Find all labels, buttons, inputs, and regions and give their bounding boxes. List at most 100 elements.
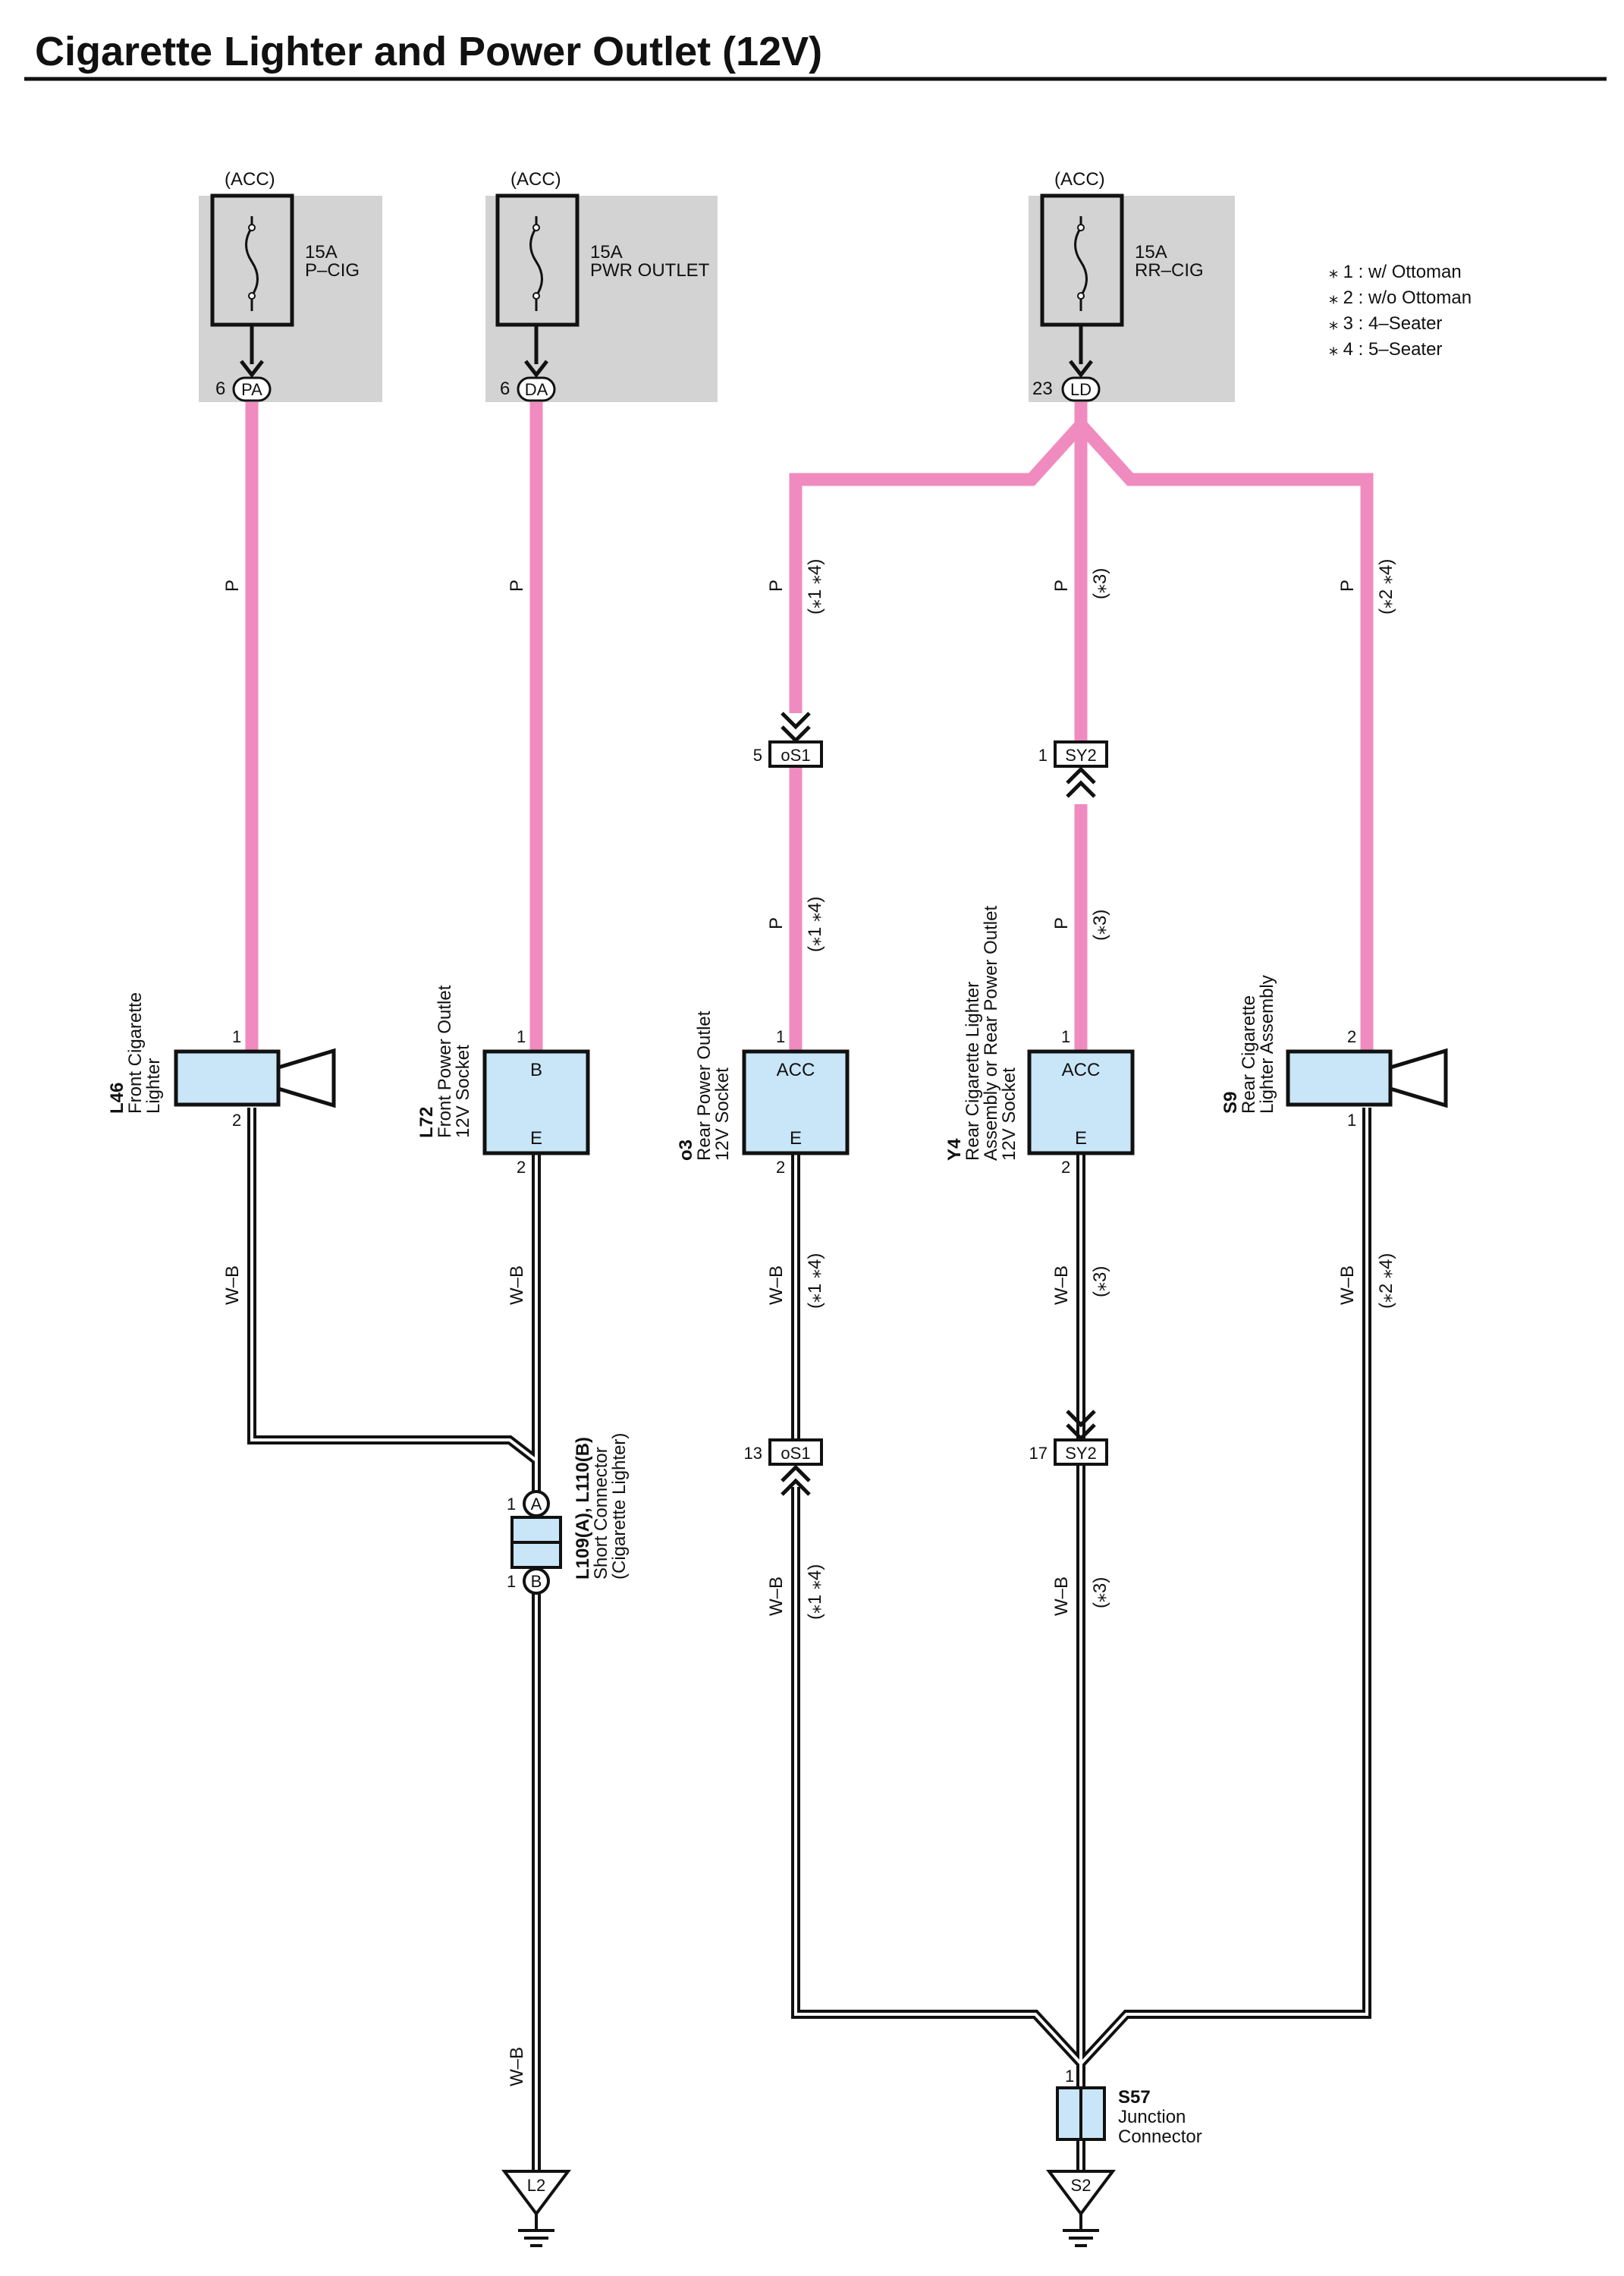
pin-number: 1 [507,1572,516,1591]
connector-id: SY2 [1065,746,1097,765]
fuse-pin: 23 [1032,379,1053,399]
wire-option-label: (⁎2 ⁎4) [1376,559,1396,615]
wire-option-label: (⁎1 ⁎4) [805,559,825,615]
fuse-rr-cig: (ACC) 15A RR–CIG 23 LD [1029,169,1235,402]
fuse-element-icon [529,216,543,311]
component-name-line1: Junction [1118,2107,1186,2127]
component-code: S57 [1118,2087,1151,2108]
fuse-element-icon [245,216,259,311]
terminal-label: B [531,1572,542,1591]
connector-pin: 13 [744,1444,762,1463]
wire-color-label: W–B [507,2047,527,2086]
pin-number: 1 [1347,1111,1356,1130]
fuse-pin: 6 [500,379,510,399]
component-name-line2: (Cigarette Lighter) [609,1433,630,1580]
arrow-down-icon [524,360,548,379]
connector-body [1054,740,1108,768]
fuse-connector-code: LD [1070,380,1092,399]
socket-body [482,1049,590,1155]
lighter-icon [1388,1048,1448,1108]
terminal-label: ACC [1062,1060,1101,1080]
ground-icon [1046,2170,1116,2217]
connector-arrow-icon [781,1464,811,1496]
wire-option-label: (⁎3) [1090,1266,1110,1297]
connector-arrow-icon [1066,766,1096,798]
wire-color-label: P [507,580,527,592]
component-name-line3: 12V Socket [999,1067,1019,1161]
component-name-line2: Lighter Assembly [1257,975,1277,1114]
connector-terminal-b [523,1567,550,1595]
connector-pin: 5 [753,746,762,765]
fuse-connector-code: DA [525,380,548,399]
inline-connector-os1-lower: oS1 13 [744,1438,823,1496]
fuse-rating: 15A [590,242,623,262]
component-name-line1: Front Power Outlet [435,985,455,1138]
wire-color-label: P [1051,580,1072,592]
arrow-down-icon [240,360,264,379]
ground-wires [247,1108,1371,2170]
component-name-line2: 12V Socket [453,1045,473,1138]
component-code: o3 [676,1140,696,1161]
connector-pin: 1 [1038,746,1048,765]
page-title: Cigarette Lighter and Power Outlet (12V) [35,29,822,74]
terminal-label: E [1075,1128,1087,1149]
pin-number: 1 [1065,2067,1074,2086]
wire-color-label: W–B [1051,1265,1072,1305]
component-code: L109(A), L110(B) [573,1437,593,1580]
fuse-connector [1061,376,1101,402]
pin-number: 2 [517,1158,526,1177]
wire-option-label: (⁎2 ⁎4) [1376,1253,1396,1309]
inline-connector-os1-upper: oS1 5 [753,712,823,768]
power-wires [245,402,1374,1052]
short-connector: A 1 B 1 L109(A), L110(B) Short Connector… [507,1433,630,1595]
wire-color-label: P [1337,580,1358,592]
ground-s2: S2 [1046,2170,1116,2247]
terminal-label: E [530,1128,542,1149]
component-code: Y4 [944,1138,965,1161]
component-name-line1: Short Connector [591,1447,611,1580]
ground-l2: L2 [501,2170,571,2247]
pin-number: 1 [507,1495,516,1514]
ground-code: L2 [527,2176,545,2195]
lighter-icon [276,1048,336,1108]
ground-icon [501,2170,571,2217]
wire-option-label: (⁎1 ⁎4) [805,1564,825,1620]
fuse-connector [232,376,272,402]
pin-number: 1 [1061,1027,1070,1046]
wire-option-label: (⁎1 ⁎4) [805,1253,825,1309]
wire-color-label: W–B [507,1265,527,1305]
legend: ⁎ 1 : w/ Ottoman ⁎ 2 : w/o Ottoman ⁎ 3 :… [1329,262,1472,360]
component-s9: 2 1 S9 Rear Cigarette Lighter Assembly [1220,975,1448,1130]
terminal-label: E [790,1128,802,1149]
fuse-p-cig: (ACC) 15A P–CIG 6 PA [199,169,382,402]
component-name-line1: Front Cigarette [125,992,146,1114]
fuse-rating: 15A [1135,242,1167,262]
legend-note-3: ⁎ 3 : 4–Seater [1329,313,1442,334]
connector-body [1054,1438,1108,1466]
fuse-box-background [1029,196,1235,402]
fuse-connector [517,376,556,402]
connector-body [768,740,823,768]
component-o3: ACC E 1 2 o3 Rear Power Outlet 12V Socke… [676,1011,850,1177]
terminal-label: A [531,1495,542,1514]
wire-color-label: W–B [1337,1265,1358,1305]
socket-body [1027,1049,1135,1155]
terminal-label: ACC [777,1060,815,1080]
arrow-down-icon [1069,360,1093,379]
fuse-pwr-outlet: (ACC) 15A PWR OUTLET 6 DA [485,169,718,402]
pin-number: 2 [776,1158,785,1177]
fuse-name: RR–CIG [1135,260,1204,281]
fuse-name: P–CIG [305,260,360,281]
pin-number: 1 [232,1027,241,1046]
component-y4: ACC E 1 2 Y4 Rear Cigarette Lighter Asse… [944,906,1135,1177]
wire-color-label: W–B [1051,1577,1072,1616]
component-name-line2: Assembly or Rear Power Outlet [981,906,1001,1161]
component-name-line1: Rear Power Outlet [694,1011,715,1161]
component-name-line1: Rear Cigarette Lighter [963,982,983,1161]
component-code: S9 [1220,1092,1241,1114]
connector-pin: 17 [1029,1444,1048,1463]
component-code: L72 [416,1107,437,1138]
wire-wb-rear-lighter [1077,1108,1371,2067]
pin-number: 2 [232,1111,241,1130]
